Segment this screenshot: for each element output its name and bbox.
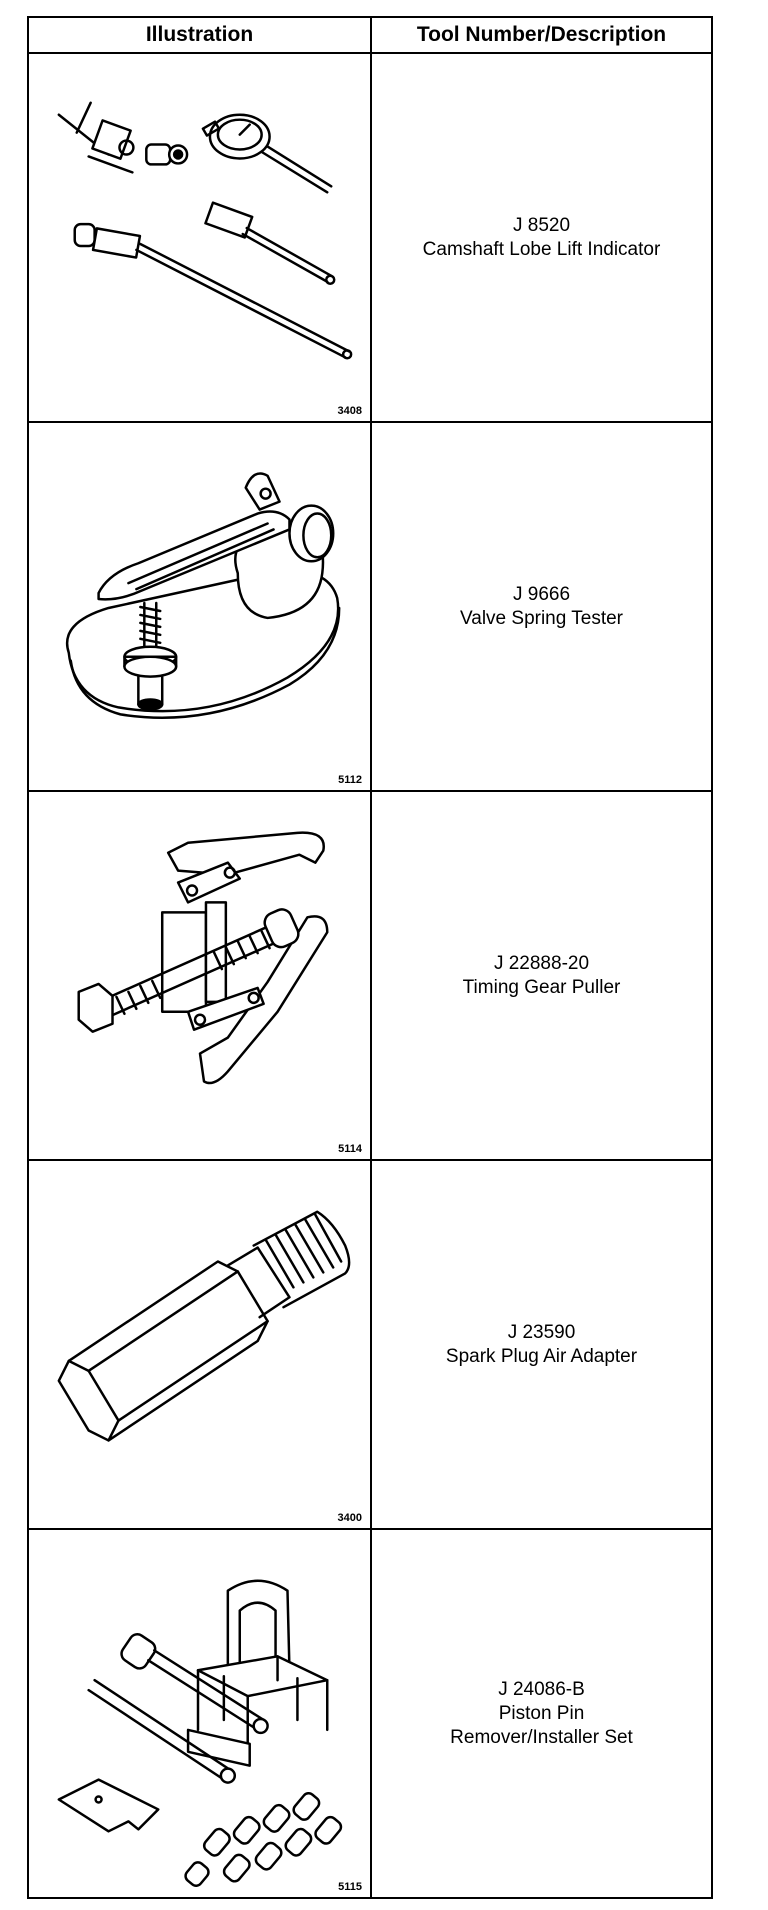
tool-description: Piston Pin bbox=[498, 1702, 585, 1724]
figure-number: 5114 bbox=[338, 1143, 362, 1155]
illustration-cell: 5114 bbox=[27, 790, 372, 1161]
piston-pin-remover-installer-set-icon bbox=[57, 1579, 343, 1887]
figure-number: 3408 bbox=[337, 405, 362, 417]
figure-number: 5112 bbox=[338, 774, 362, 786]
header-tool-number-description: Tool Number/Description bbox=[370, 16, 713, 54]
spark-plug-air-adapter-icon bbox=[57, 1210, 351, 1442]
camshaft-lobe-lift-indicator-icon bbox=[57, 101, 353, 360]
timing-gear-puller-icon bbox=[77, 831, 329, 1085]
table-header-row: Illustration Tool Number/Description bbox=[27, 16, 713, 54]
tool-description: Spark Plug Air Adapter bbox=[445, 1345, 638, 1367]
table-row: 5114 J 22888-20 Timing Gear Puller bbox=[27, 790, 713, 1161]
table-row: 5112 J 9666 Valve Spring Tester bbox=[27, 421, 713, 792]
description-cell: J 9666 Valve Spring Tester bbox=[370, 421, 713, 792]
figure-number: 5115 bbox=[338, 1881, 362, 1893]
valve-spring-tester-icon bbox=[66, 472, 341, 719]
table-row: 3408 J 8520 Camshaft Lobe Lift Indicator bbox=[27, 52, 713, 423]
tool-number: J 23590 bbox=[507, 1321, 576, 1343]
illustration-cell: 3400 bbox=[27, 1159, 372, 1530]
table-row: 3400 J 23590 Spark Plug Air Adapter bbox=[27, 1159, 713, 1530]
tool-description-line-2: Remover/Installer Set bbox=[450, 1726, 633, 1748]
figure-number: 3400 bbox=[337, 1512, 362, 1524]
description-cell: J 22888-20 Timing Gear Puller bbox=[370, 790, 713, 1161]
tool-description: Valve Spring Tester bbox=[460, 607, 623, 629]
illustration-cell: 5115 bbox=[27, 1528, 372, 1899]
tool-number: J 9666 bbox=[512, 583, 571, 605]
tool-number: J 24086-B bbox=[498, 1678, 585, 1700]
tool-number: J 8520 bbox=[512, 214, 571, 236]
illustration-cell: 3408 bbox=[27, 52, 372, 423]
description-cell: J 8520 Camshaft Lobe Lift Indicator bbox=[370, 52, 713, 423]
description-cell: J 24086-B Piston Pin Remover/Installer S… bbox=[370, 1528, 713, 1899]
tool-number: J 22888-20 bbox=[493, 952, 590, 974]
tool-description: Camshaft Lobe Lift Indicator bbox=[422, 238, 661, 260]
tool-description: Timing Gear Puller bbox=[462, 976, 621, 998]
illustration-cell: 5112 bbox=[27, 421, 372, 792]
description-cell: J 23590 Spark Plug Air Adapter bbox=[370, 1159, 713, 1530]
table-row: 5115 J 24086-B Piston Pin Remover/Instal… bbox=[27, 1528, 713, 1899]
header-illustration: Illustration bbox=[27, 16, 372, 54]
tools-table: Illustration Tool Number/Description bbox=[27, 16, 713, 1899]
